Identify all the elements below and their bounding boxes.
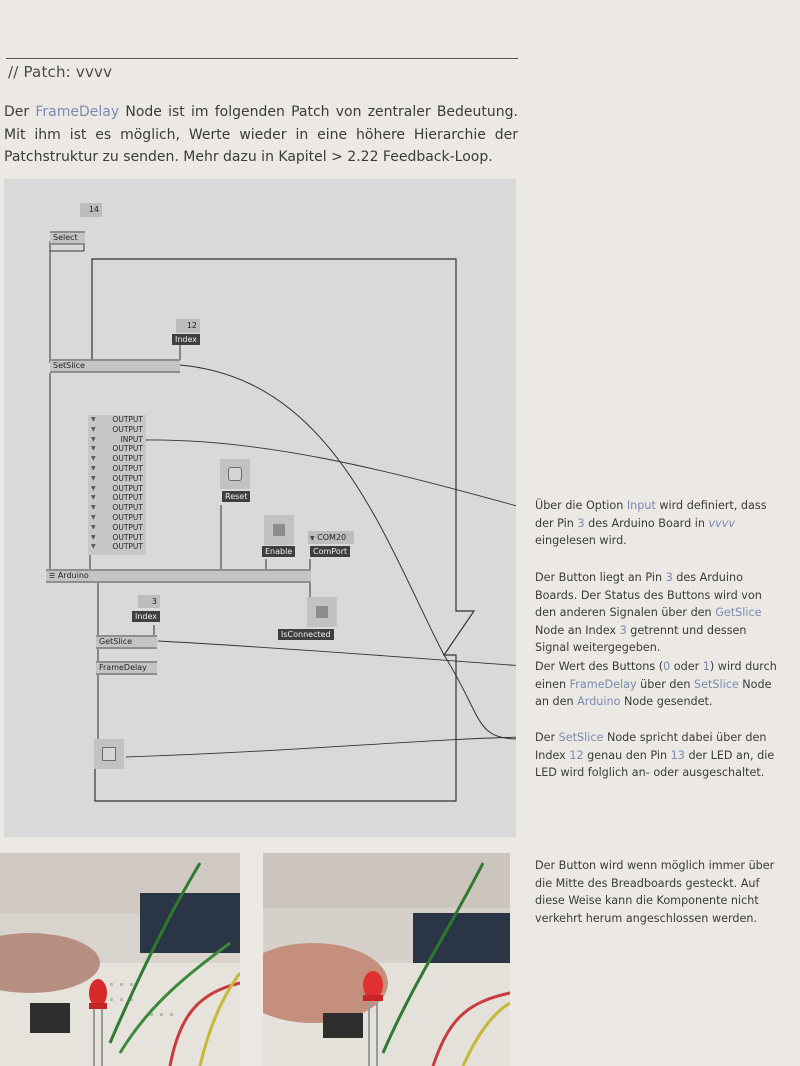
reset-label: Reset	[222, 491, 251, 502]
pin-row[interactable]: ▼OUTPUT	[91, 463, 143, 473]
top-rule	[6, 58, 518, 59]
pin-row[interactable]: ▼OUTPUT	[91, 415, 143, 424]
dropdown-arrow-icon: ▼	[91, 494, 96, 502]
isconnected-toggle[interactable]	[307, 597, 337, 627]
intro-text-3: .	[488, 149, 493, 165]
getslice-node[interactable]: GetSlice	[96, 635, 157, 649]
isconnected-label: IsConnected	[278, 629, 334, 640]
dropdown-arrow-icon: ▼	[310, 535, 315, 542]
dropdown-arrow-icon: ▼	[91, 445, 96, 453]
intro-paragraph: Der FrameDelay Node ist im folgenden Pat…	[4, 101, 518, 169]
framedelay-node[interactable]: FrameDelay	[96, 661, 157, 675]
arduino-node-label: Arduino	[57, 571, 89, 580]
photo-breadboard-right	[263, 853, 510, 1066]
dropdown-arrow-icon: ▼	[91, 484, 96, 492]
select-node[interactable]: Select	[50, 231, 85, 245]
dropdown-arrow-icon: ▼	[91, 455, 96, 463]
dropdown-arrow-icon: ▼	[91, 523, 96, 531]
note-breadboard: Der Button wird wenn möglich immer über …	[535, 859, 775, 925]
dropdown-arrow-icon: ▼	[91, 504, 96, 512]
menu-icon: ☰	[49, 572, 56, 580]
pin-row[interactable]: ▼OUTPUT	[91, 444, 143, 454]
enable-label: Enable	[262, 546, 296, 557]
patch-diagram: 14 Select 12 Index SetSlice ▼OUTPUT ▼OUT…	[4, 179, 516, 837]
note-setslice-index: Der SetSlice Node spricht dabei über den…	[535, 731, 775, 779]
pin-mode-list: ▼OUTPUT ▼OUTPUT ▼INPUT ▼OUTPUT ▼OUTPUT ▼…	[88, 415, 146, 555]
pin-row[interactable]: ▼OUTPUT	[91, 473, 143, 483]
pin-row[interactable]: ▼OUTPUT	[91, 493, 143, 503]
pin-row[interactable]: ▼OUTPUT	[91, 542, 143, 552]
setslice-node[interactable]: SetSlice	[50, 359, 180, 373]
dropdown-arrow-icon: ▼	[91, 425, 96, 433]
intro-text-2: Node ist im folgenden Patch von zentrale…	[4, 104, 518, 165]
note-button-value: Der Wert des Buttons (0 oder 1) wird dur…	[535, 660, 777, 708]
dropdown-arrow-icon: ▼	[91, 533, 96, 541]
pin-row[interactable]: ▼OUTPUT	[91, 503, 143, 513]
section-title: // Patch: vvvv	[8, 63, 113, 81]
comport-select[interactable]: ▼ COM20	[308, 531, 354, 544]
dropdown-arrow-icon: ▼	[91, 474, 96, 482]
button-state-toggle[interactable]	[94, 739, 124, 769]
intro-ref: > 2.22 Feedback-Loop	[331, 149, 489, 165]
enable-toggle[interactable]	[264, 515, 294, 545]
photo-breadboard-left	[0, 853, 240, 1066]
index-label-3: Index	[132, 611, 161, 622]
pin-row[interactable]: ▼OUTPUT	[91, 522, 143, 532]
arduino-node[interactable]: ☰ Arduino	[46, 569, 311, 583]
toggle-off-icon	[102, 747, 116, 761]
intro-text-1: Der	[4, 104, 36, 120]
pin-row[interactable]: ▼OUTPUT	[91, 454, 143, 464]
index-label-12: Index	[172, 334, 201, 345]
dropdown-arrow-icon: ▼	[91, 543, 96, 551]
iobox-12[interactable]: 12	[176, 319, 200, 333]
toggle-icon	[273, 524, 285, 536]
bang-icon	[228, 467, 242, 481]
dropdown-arrow-icon: ▼	[91, 464, 96, 472]
toggle-icon	[316, 606, 328, 618]
pin-row[interactable]: ▼OUTPUT	[91, 483, 143, 493]
dropdown-arrow-icon: ▼	[91, 416, 96, 423]
pin-row[interactable]: ▼INPUT	[91, 434, 143, 444]
dropdown-arrow-icon: ▼	[91, 435, 96, 443]
pin-row[interactable]: ▼OUTPUT	[91, 424, 143, 434]
pin-row[interactable]: ▼OUTPUT	[91, 532, 143, 542]
comport-label: ComPort	[310, 546, 351, 557]
com20-value: COM20	[317, 533, 347, 542]
patch-wires	[49, 241, 516, 802]
note-button-pin: Der Button liegt an Pin 3 des Arduino Bo…	[535, 571, 762, 654]
iobox-14[interactable]: 14	[80, 203, 102, 217]
pin-row[interactable]: ▼OUTPUT	[91, 512, 143, 522]
reset-bang-button[interactable]	[220, 459, 250, 489]
note-input: Über die Option Input wird definiert, da…	[535, 499, 767, 547]
intro-framedelay: FrameDelay	[35, 104, 120, 120]
dropdown-arrow-icon: ▼	[91, 513, 96, 521]
iobox-3[interactable]: 3	[138, 595, 160, 608]
